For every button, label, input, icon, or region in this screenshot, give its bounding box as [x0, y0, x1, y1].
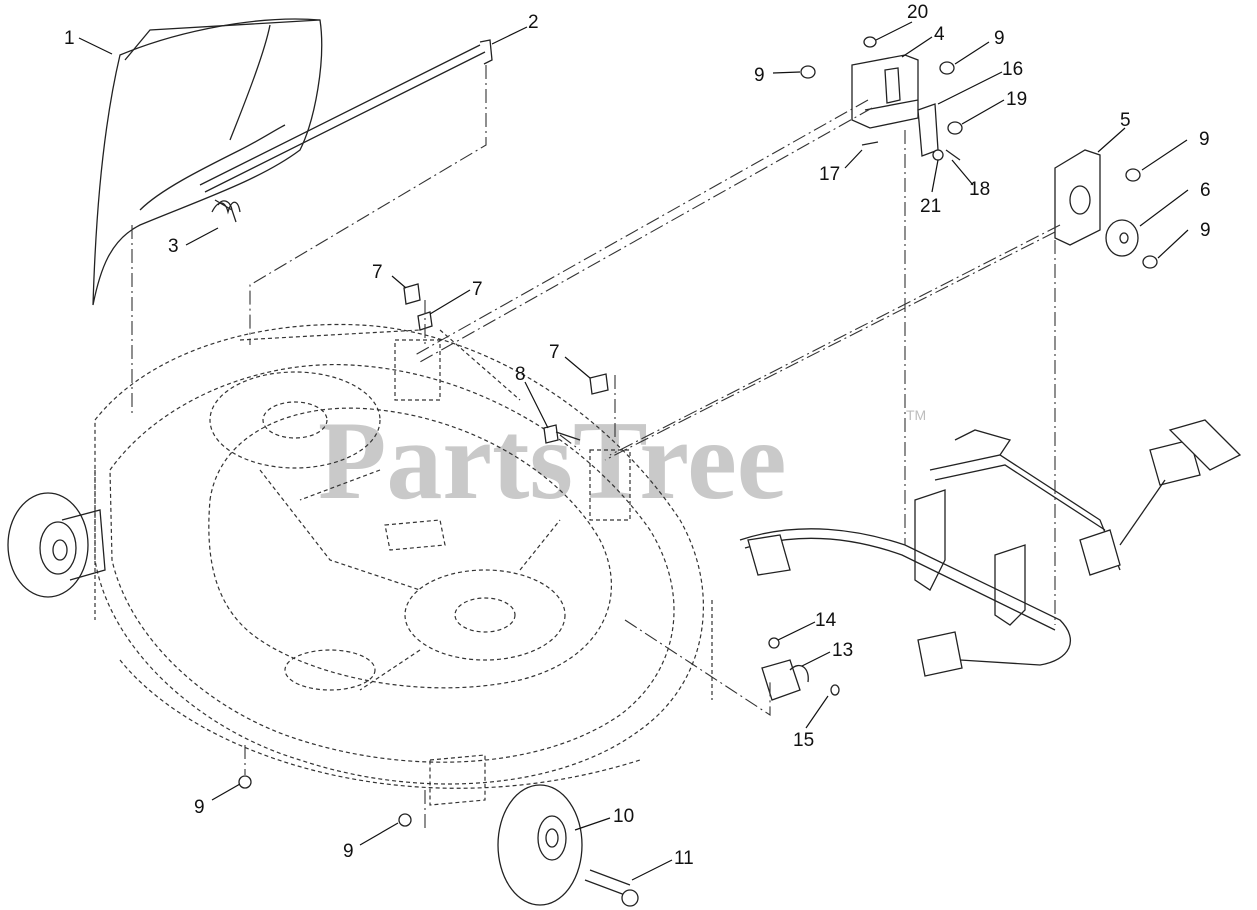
- grease-fitting: [761, 659, 840, 701]
- callout-18: 18: [969, 179, 990, 200]
- torsion-spring: [211, 201, 241, 215]
- hardware-nuts: [238, 36, 1158, 827]
- callout-4: 4: [934, 24, 945, 45]
- watermark-trademark: TM: [906, 407, 926, 423]
- callout-13: 13: [832, 640, 853, 661]
- grass-deflector: [92, 18, 323, 306]
- height-bracket-left: [851, 54, 919, 129]
- callout-9f: 9: [343, 841, 354, 862]
- callout-9e: 9: [194, 797, 205, 818]
- callout-labels: 1 2 3 4 5 6 7 7 7 8 9 9 9 9 9 9 10 11 13…: [64, 2, 1211, 869]
- callout-9c: 9: [1199, 129, 1210, 150]
- callout-14: 14: [815, 610, 837, 631]
- callout-17: 17: [819, 164, 840, 185]
- callout-9d: 9: [1200, 220, 1211, 241]
- callout-8: 8: [515, 364, 526, 385]
- lift-linkage: [739, 419, 1242, 677]
- callout-9a: 9: [754, 65, 765, 86]
- height-bracket-right: [1054, 149, 1101, 246]
- callout-6: 6: [1200, 180, 1211, 201]
- callout-15: 15: [793, 730, 814, 751]
- mower-deck: [94, 323, 713, 806]
- gauge-wheel: [497, 784, 583, 906]
- callout-10: 10: [613, 806, 634, 827]
- callout-7a: 7: [372, 262, 383, 283]
- watermark: PartsTree: [318, 399, 787, 523]
- leader-lines: [78, 21, 1189, 881]
- link-plate: [917, 103, 939, 157]
- callout-20: 20: [907, 2, 928, 23]
- wheel-axle-bolt: [584, 869, 639, 907]
- callout-9b: 9: [994, 28, 1005, 49]
- alignment-lines: [131, 65, 1061, 830]
- callout-1: 1: [64, 28, 75, 49]
- callout-2: 2: [528, 12, 539, 33]
- callout-3: 3: [168, 236, 179, 257]
- callout-11: 11: [674, 848, 694, 869]
- deflector-rod: [199, 39, 493, 193]
- callout-7c: 7: [549, 342, 560, 363]
- left-caster-wheel: [7, 492, 106, 598]
- callout-16: 16: [1002, 59, 1023, 80]
- callout-19: 19: [1006, 89, 1027, 110]
- callout-7b: 7: [472, 279, 483, 300]
- spacer-washer: [1105, 219, 1139, 257]
- carriage-bolts: [403, 283, 609, 444]
- callout-21: 21: [920, 196, 941, 217]
- callout-5: 5: [1120, 110, 1131, 131]
